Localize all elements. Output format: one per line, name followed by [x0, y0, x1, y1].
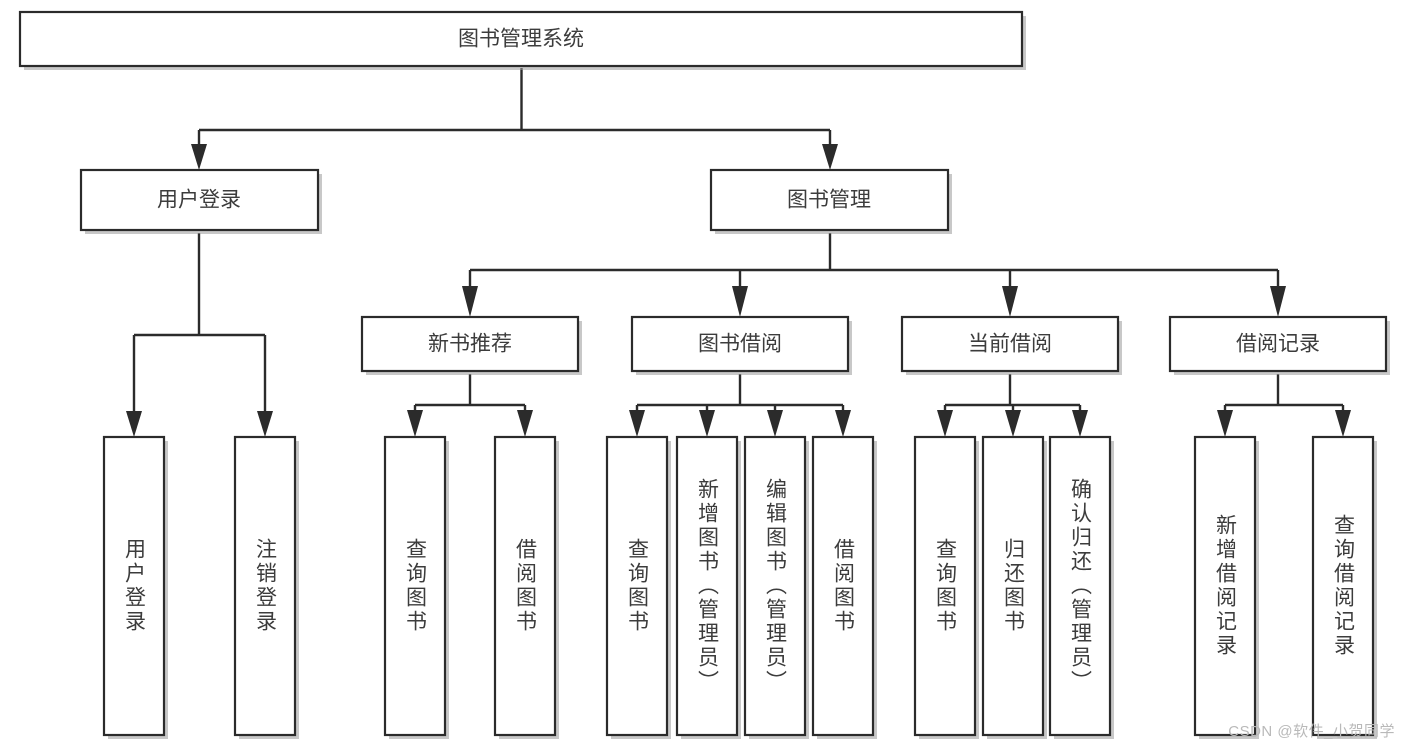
arrow-leaf-confirm-return	[1072, 410, 1088, 437]
node-leaf-add-record[interactable]	[1193, 435, 1259, 739]
node-leaf-query-record[interactable]	[1311, 435, 1377, 739]
leaf-query-book-3-box	[913, 435, 977, 737]
leaf-edit-book-box	[743, 435, 807, 737]
node-current-borrow[interactable]: 当前借阅	[900, 315, 1122, 375]
user-login-label: 用户登录	[157, 189, 241, 212]
book-manage-label: 图书管理	[787, 189, 871, 212]
arrow-leaf-query-book-2	[629, 410, 645, 437]
arrow-leaf-query-book-1	[407, 410, 423, 437]
node-leaf-query-book-2[interactable]	[605, 435, 671, 739]
leaf-user-login-box	[102, 435, 166, 737]
arrow-leaf-return-book	[1005, 410, 1021, 437]
root-box	[18, 10, 1024, 68]
arrow-current-borrow	[1002, 286, 1018, 317]
arrow-book-borrow	[732, 286, 748, 317]
node-leaf-borrow-book-1[interactable]	[493, 435, 559, 739]
br-box	[1168, 315, 1388, 373]
node-borrow-record[interactable]: 借阅记录	[1168, 315, 1390, 375]
arrow-leaf-query-book-3	[937, 410, 953, 437]
arrow-leaf-add-record	[1217, 410, 1233, 437]
node-leaf-edit-book[interactable]	[743, 435, 809, 739]
arrow-user-login	[191, 144, 207, 170]
cb-box	[900, 315, 1120, 373]
node-leaf-query-book-3[interactable]	[913, 435, 979, 739]
leaf-query-book-1-box	[383, 435, 447, 737]
arrow-leaf-user-login	[126, 411, 142, 437]
borrow-record-label: 借阅记录	[1236, 333, 1320, 356]
book-borrow-label: 图书借阅	[698, 333, 782, 356]
arrow-leaf-query-record	[1335, 410, 1351, 437]
bb-box	[630, 315, 850, 373]
node-leaf-add-book[interactable]	[675, 435, 741, 739]
node-leaf-user-logout[interactable]	[233, 435, 299, 739]
node-user-login[interactable]: 用户登录	[79, 168, 322, 234]
current-borrow-label: 当前借阅	[968, 333, 1052, 356]
arrow-leaf-borrow-book-1	[517, 410, 533, 437]
arrow-leaf-user-logout	[257, 411, 273, 437]
csdn-watermark: CSDN @软件_小贺同学	[1228, 723, 1395, 740]
arrow-leaf-borrow-book-2	[835, 410, 851, 437]
leaf-add-book-box	[675, 435, 739, 737]
node-leaf-confirm-return[interactable]	[1048, 435, 1114, 739]
nbr-box	[360, 315, 580, 373]
leaf-confirm-return-box	[1048, 435, 1112, 737]
new-book-recommend-label: 新书推荐	[428, 333, 512, 356]
node-leaf-borrow-book-2[interactable]	[811, 435, 877, 739]
arrow-new-book-recommend	[462, 286, 478, 317]
leaf-borrow-book-1-box	[493, 435, 557, 737]
nodes-layer: 图书管理系统 用户登录 图书管理 新书推荐	[18, 10, 1390, 739]
arrow-leaf-add-book	[699, 410, 715, 437]
node-new-book-recommend[interactable]: 新书推荐	[360, 315, 582, 375]
leaf-borrow-book-2-box	[811, 435, 875, 737]
arrow-book-manage	[822, 144, 838, 170]
leaf-query-book-2-box	[605, 435, 669, 737]
node-leaf-query-book-1[interactable]	[383, 435, 449, 739]
node-leaf-return-book[interactable]	[981, 435, 1047, 739]
leaf-user-logout-box	[233, 435, 297, 737]
node-leaf-user-login[interactable]	[102, 435, 168, 739]
user-login-box	[79, 168, 320, 232]
arrow-leaf-edit-book	[767, 410, 783, 437]
root-label: 图书管理系统	[458, 28, 584, 51]
arrow-borrow-record	[1270, 286, 1286, 317]
leaf-query-record-box	[1311, 435, 1375, 737]
node-root[interactable]: 图书管理系统	[18, 10, 1026, 70]
node-book-manage[interactable]: 图书管理	[709, 168, 952, 234]
leaf-return-book-box	[981, 435, 1045, 737]
leaf-add-record-box	[1193, 435, 1257, 737]
edges-layer	[126, 68, 1351, 437]
book-manage-box	[709, 168, 950, 232]
node-book-borrow[interactable]: 图书借阅	[630, 315, 852, 375]
